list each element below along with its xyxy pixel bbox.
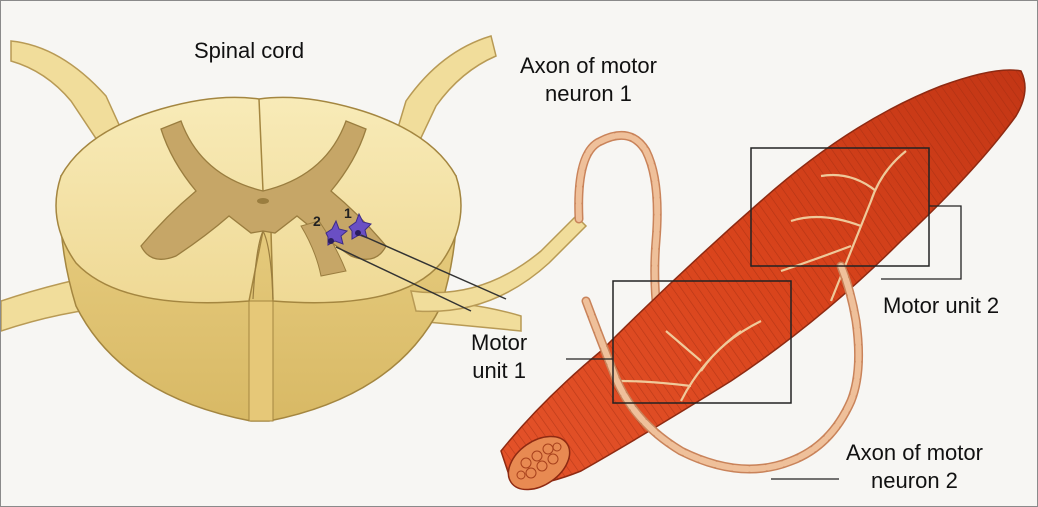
label-axon-neuron-1-line2: neuron 1 <box>520 80 657 108</box>
label-axon-neuron-2: Axon of motor neuron 2 <box>846 439 983 495</box>
label-axon-neuron-2-line1: Axon of motor <box>846 439 983 467</box>
label-motor-unit-1-line2: unit 1 <box>471 357 527 385</box>
label-axon-neuron-1: Axon of motor neuron 1 <box>520 52 657 108</box>
label-spinal-cord: Spinal cord <box>194 37 304 65</box>
skeletal-muscle <box>499 70 1025 501</box>
neuron-number-2: 2 <box>313 213 321 229</box>
label-motor-unit-2: Motor unit 2 <box>883 292 999 320</box>
label-axon-neuron-2-line2: neuron 2 <box>846 467 983 495</box>
neuron-number-1: 1 <box>344 205 352 221</box>
label-axon-neuron-1-line1: Axon of motor <box>520 52 657 80</box>
spinal-cord-body <box>56 97 461 421</box>
label-motor-unit-1: Motor unit 1 <box>471 329 527 385</box>
label-motor-unit-1-line1: Motor <box>471 329 527 357</box>
